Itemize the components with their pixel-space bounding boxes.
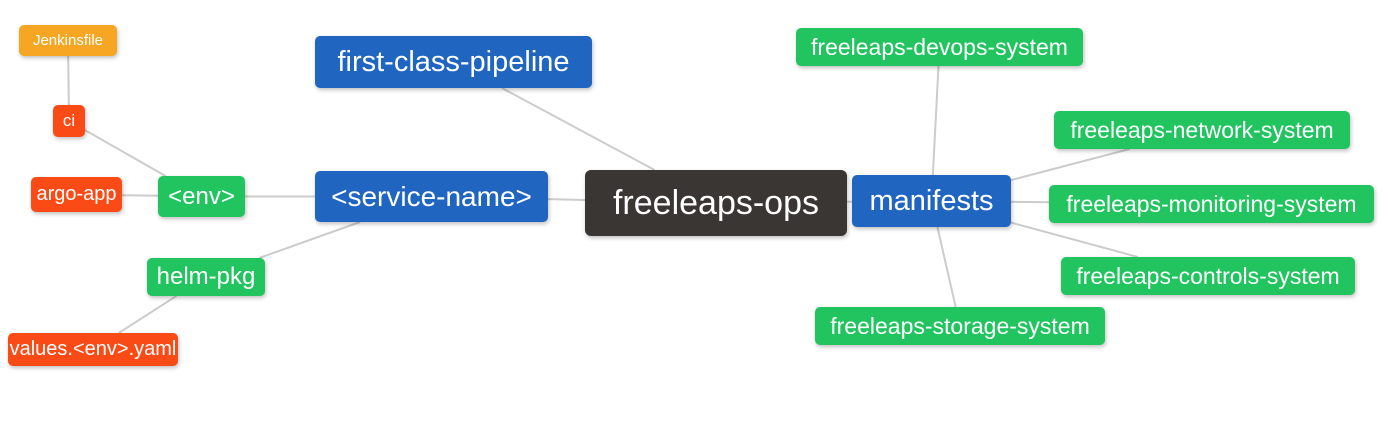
edge-values-env-yaml-helm-pkg [118,295,177,334]
node-jenkinsfile[interactable]: Jenkinsfile [19,25,117,56]
edge-manifests-storage-system [936,226,957,308]
node-values-env-yaml[interactable]: values.<env>.yaml [8,333,178,366]
node-argo-app[interactable]: argo-app [31,177,122,212]
edge-manifests-controls-system [1010,221,1139,258]
edge-manifests-network-system [1010,148,1130,182]
edge-first-class-pipeline-freeleaps-ops [501,87,656,171]
edge-argo-app-env [121,194,159,197]
node-helm-pkg[interactable]: helm-pkg [147,258,265,296]
node-storage-system[interactable]: freeleaps-storage-system [815,307,1105,345]
edge-helm-pkg-service-name [258,221,361,259]
node-monitoring-system[interactable]: freeleaps-monitoring-system [1049,185,1374,223]
node-ci[interactable]: ci [53,105,85,137]
node-service-name[interactable]: <service-name> [315,171,548,222]
node-manifests[interactable]: manifests [852,175,1011,227]
node-freeleaps-ops[interactable]: freeleaps-ops [585,170,847,236]
node-first-class-pipeline[interactable]: first-class-pipeline [315,36,592,88]
edge-ci-env [84,129,167,177]
node-devops-system[interactable]: freeleaps-devops-system [796,28,1083,66]
edge-manifests-devops-system [931,65,940,176]
node-controls-system[interactable]: freeleaps-controls-system [1061,257,1355,295]
node-network-system[interactable]: freeleaps-network-system [1054,111,1350,149]
node-env[interactable]: <env> [158,176,245,217]
edge-service-name-freeleaps-ops [547,198,586,202]
edge-jenkinsfile-ci [67,55,70,106]
